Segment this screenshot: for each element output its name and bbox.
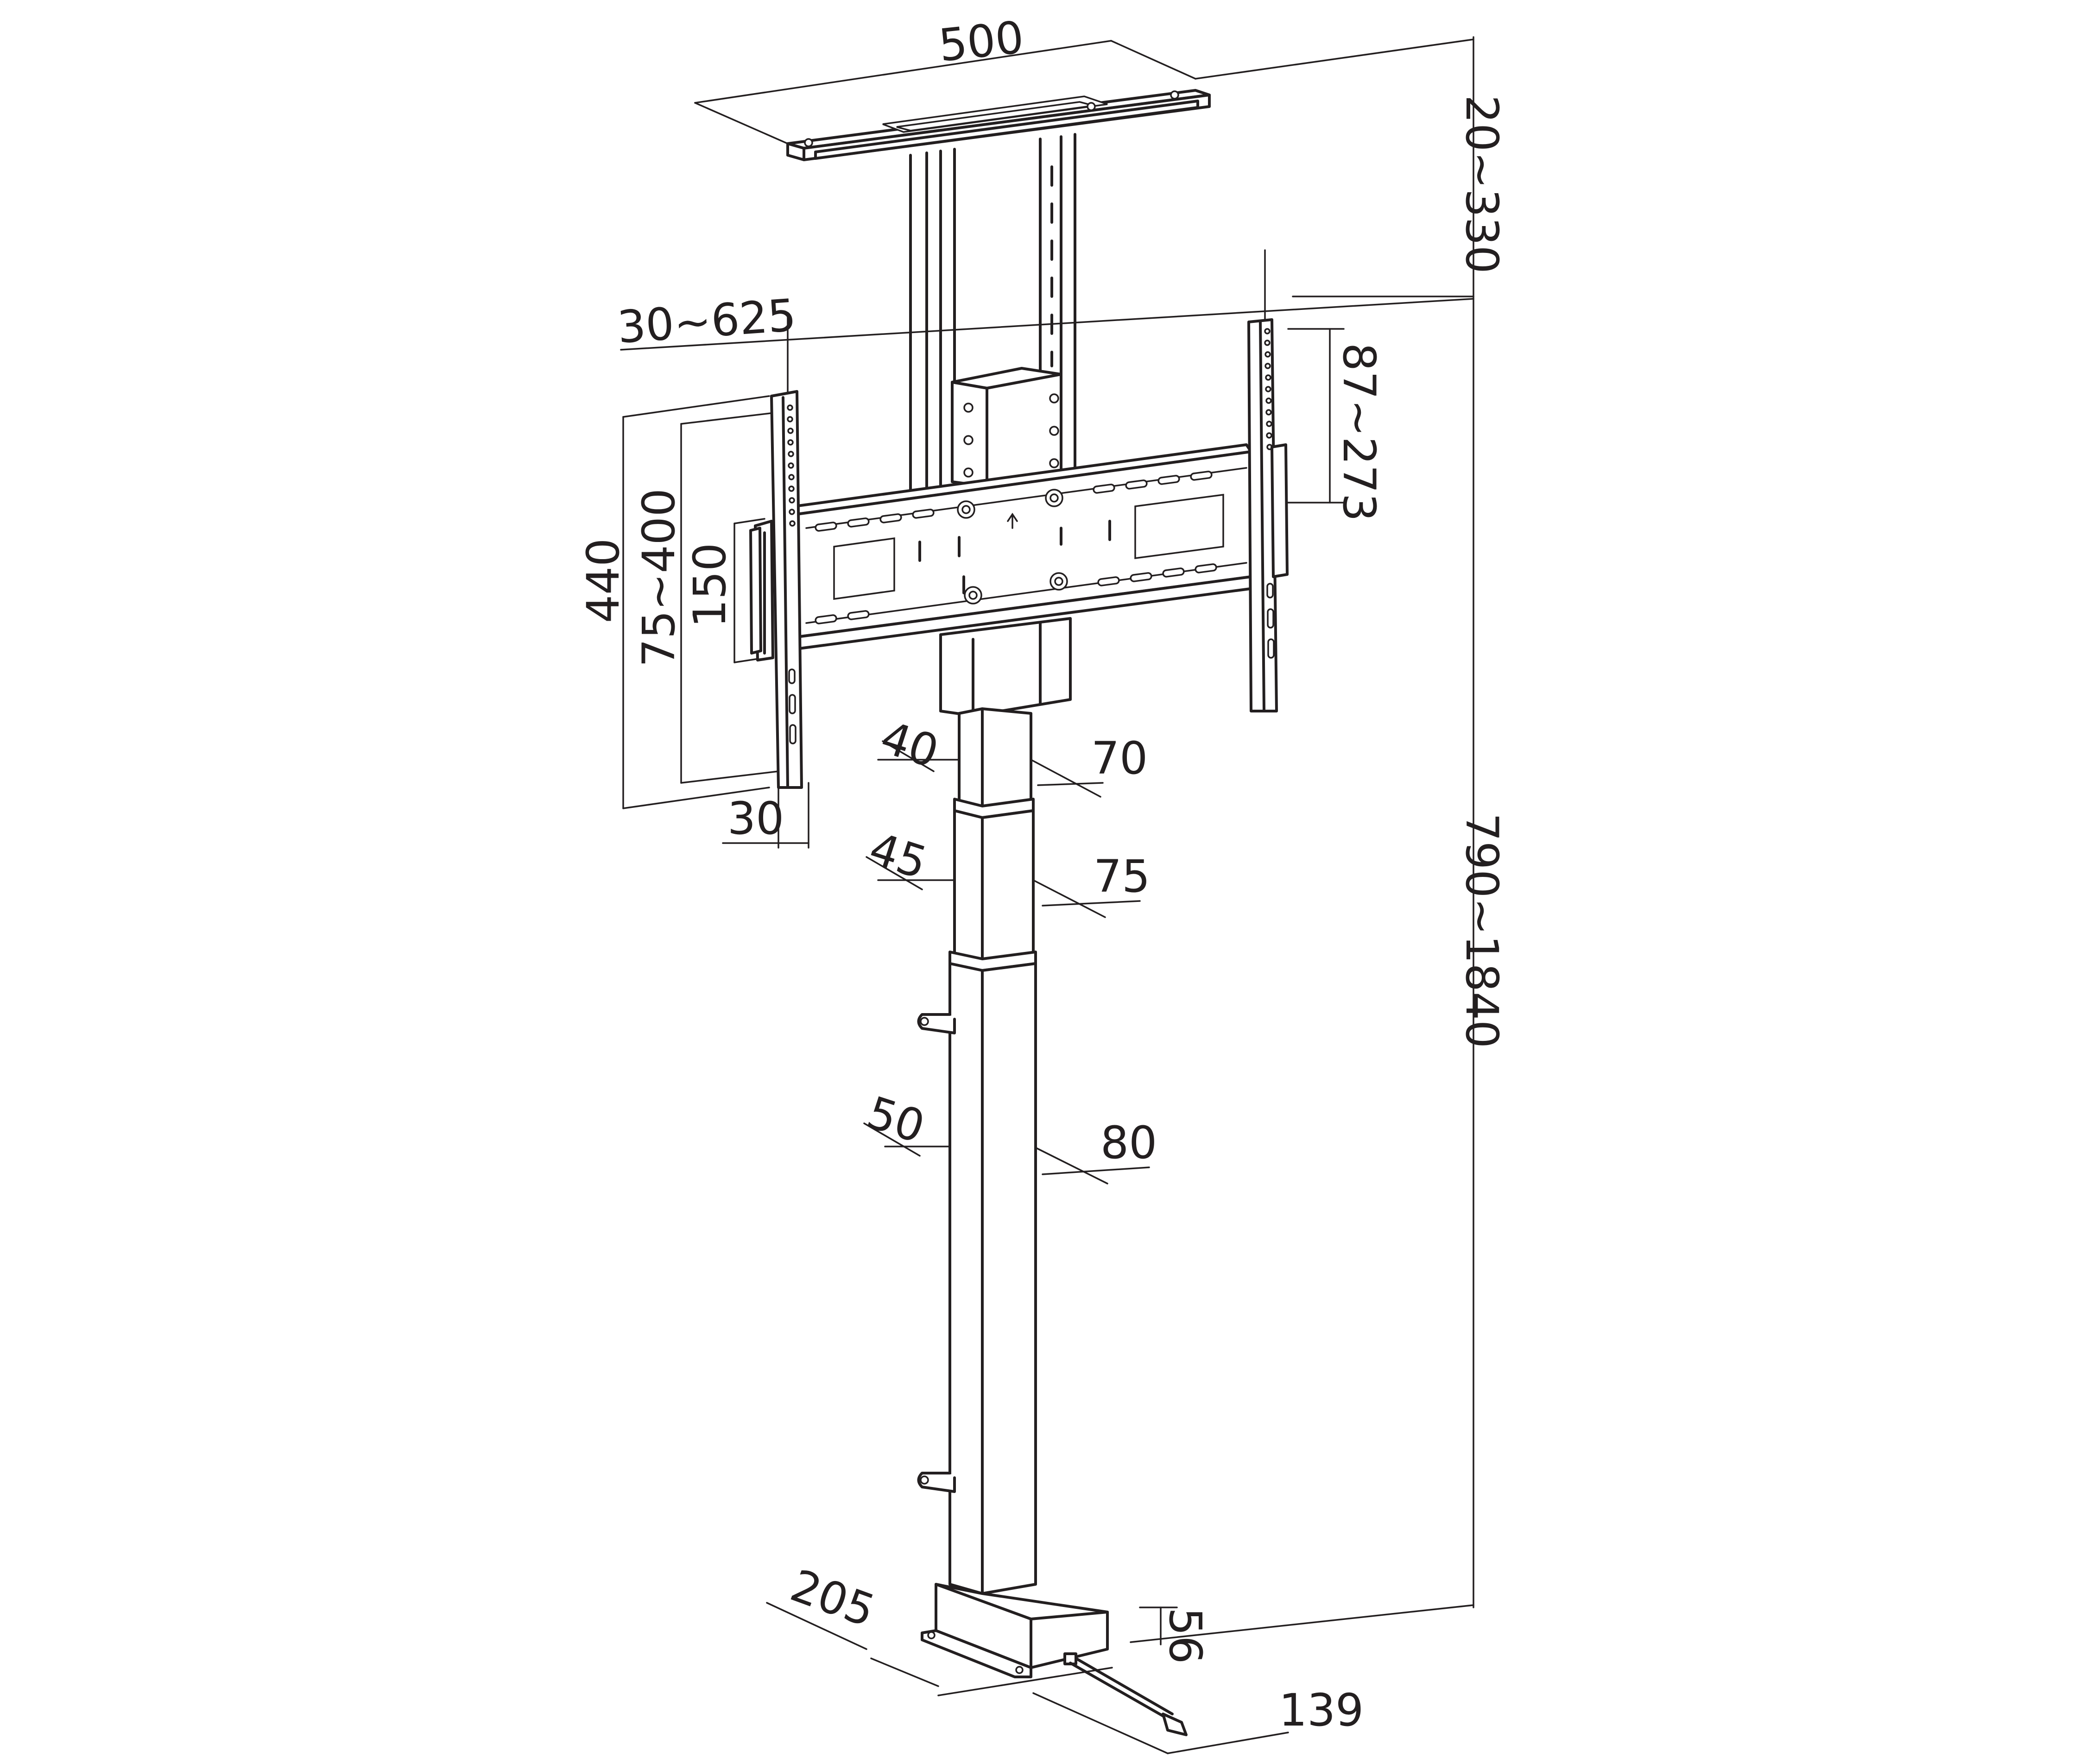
dim-bracket-height: 440	[577, 538, 629, 623]
dimension-lines	[620, 36, 1474, 1754]
base-box	[921, 1583, 1188, 1736]
dim-vesa-vertical: 75~400	[633, 488, 685, 667]
dim-tube2-width: 75	[1094, 850, 1150, 902]
dim-tube1-width: 70	[1091, 732, 1148, 784]
dim-tube1-depth: 40	[875, 711, 945, 778]
dim-tilt-plate: 150	[684, 543, 736, 628]
plug-icon	[1162, 1713, 1188, 1736]
carriage	[951, 367, 1062, 488]
right-tv-arm	[1247, 318, 1289, 712]
dim-bracket-vertical-adjust: 87~273	[1333, 343, 1385, 522]
dim-tube3-width: 80	[1100, 1117, 1157, 1169]
left-arm-holes	[787, 404, 796, 527]
column-head	[939, 617, 1072, 717]
dim-tube2-depth: 45	[863, 822, 933, 889]
plate-slots-bottom	[815, 563, 1217, 624]
dim-base-width: 139	[1279, 1684, 1364, 1736]
dim-base-depth: 205	[784, 1559, 881, 1637]
dim-tube3-depth: 50	[861, 1086, 931, 1153]
up-arrow-icon	[1007, 512, 1018, 529]
dimension-labels: 500 20~330 30~625 87~273 440 75~400 150 …	[577, 11, 1508, 1736]
dim-base-height: 56	[1159, 1607, 1211, 1664]
plate-slots-top	[815, 471, 1213, 532]
dim-bracket-spread: 30~625	[616, 289, 798, 353]
tv-mount-plate	[786, 443, 1255, 650]
left-tv-arm	[749, 390, 803, 789]
bolt-icon-group	[957, 489, 1068, 605]
dim-bracket-depth: 30	[727, 793, 784, 844]
dim-column-top-adjust: 20~330	[1456, 95, 1508, 274]
right-arm-holes	[1264, 328, 1273, 450]
dim-ceiling-plate-width: 500	[936, 11, 1026, 72]
ceiling-plate	[786, 89, 1211, 161]
telescopic-column	[917, 707, 1037, 1595]
dim-total-height: 790~1840	[1456, 813, 1508, 1048]
